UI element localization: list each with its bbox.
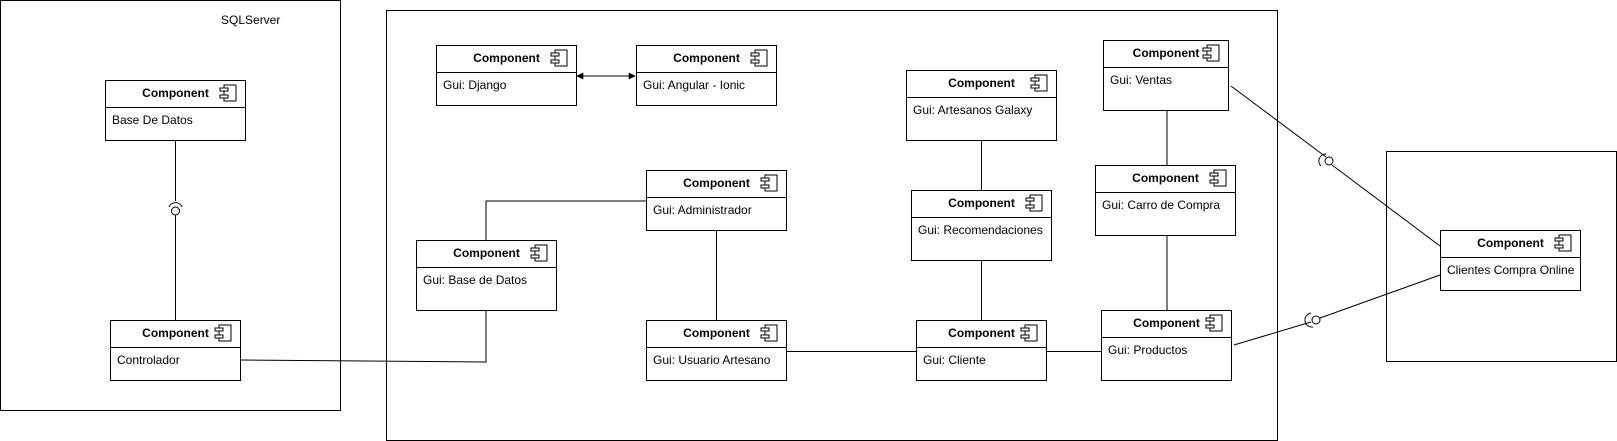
component-name: Gui: Angular - Ionic [643, 78, 745, 92]
edge-interface-clientesonline[interactable] [1331, 164, 1441, 247]
edge-controlador-guibasedatos[interactable] [240, 311, 487, 363]
required-interface-icon [1318, 153, 1334, 167]
component-name: Gui: Artesanos Galaxy [913, 103, 1032, 117]
component-controlador[interactable]: Component Controlador [110, 320, 241, 381]
uml-component-icon [1030, 74, 1048, 92]
component-name: Clientes Compra Online [1447, 263, 1575, 277]
component-gui-artesanos-galaxy[interactable]: Component Gui: Artesanos Galaxy [906, 70, 1057, 141]
connectors [168, 72, 1441, 363]
uml-component-icon [214, 324, 232, 342]
component-name: Gui: Django [443, 78, 507, 92]
uml-component-icon [760, 324, 778, 342]
edge-guibasedatos-administrador[interactable] [485, 200, 646, 241]
uml-component-icon [1209, 169, 1227, 187]
component-gui-django[interactable]: Component Gui: Django [436, 45, 577, 106]
required-interface-icon [1304, 312, 1321, 328]
uml-component-icon [1202, 44, 1220, 62]
edge-productos-interface[interactable] [1233, 321, 1312, 346]
component-gui-usuario-artesano[interactable]: Component Gui: Usuario Artesano [646, 320, 787, 381]
component-stereotype: Component [453, 246, 520, 260]
component-stereotype: Component [1132, 171, 1199, 185]
uml-component-icon [219, 84, 237, 102]
uml-component-icon [1554, 234, 1572, 252]
component-gui-angular-ionic[interactable]: Component Gui: Angular - Ionic [636, 45, 777, 106]
uml-component-icon [1205, 314, 1223, 332]
component-gui-base-de-datos[interactable]: Component Gui: Base de Datos [416, 240, 557, 311]
component-gui-recomendaciones[interactable]: Component Gui: Recomendaciones [911, 190, 1052, 261]
component-name: Controlador [117, 353, 180, 367]
component-name: Base De Datos [112, 113, 193, 127]
component-gui-ventas[interactable]: Component Gui: Ventas [1103, 40, 1229, 111]
component-stereotype: Component [683, 176, 750, 190]
component-stereotype: Component [1133, 46, 1200, 60]
frame-sqlserver-label: SQLServer [221, 13, 280, 27]
uml-component-icon [1025, 194, 1043, 212]
component-gui-cliente[interactable]: Component Gui: Cliente [916, 320, 1047, 381]
component-stereotype: Component [683, 326, 750, 340]
uml-component-icon [1020, 324, 1038, 342]
edge-ventas-interface[interactable] [1230, 85, 1327, 158]
component-stereotype: Component [948, 326, 1015, 340]
component-stereotype: Component [1477, 236, 1544, 250]
component-base-de-datos[interactable]: Component Base De Datos [105, 80, 246, 141]
uml-component-icon [530, 244, 548, 262]
required-interface-icon [168, 202, 183, 216]
uml-component-icon [550, 49, 568, 67]
component-name: Gui: Recomendaciones [918, 223, 1043, 237]
component-name: Gui: Usuario Artesano [653, 353, 771, 367]
component-gui-carro-de-compra[interactable]: Component Gui: Carro de Compra [1095, 165, 1236, 236]
component-stereotype: Component [673, 51, 740, 65]
frame-sqlserver[interactable]: SQLServer [0, 0, 341, 411]
component-name: Gui: Carro de Compra [1102, 198, 1220, 212]
component-stereotype: Component [1133, 316, 1200, 330]
component-stereotype: Component [948, 76, 1015, 90]
component-gui-productos[interactable]: Component Gui: Productos [1101, 310, 1232, 381]
component-name: Gui: Administrador [653, 203, 752, 217]
component-name: Gui: Productos [1108, 343, 1187, 357]
uml-component-icon [750, 49, 768, 67]
component-clientes-compra-online[interactable]: Component Clientes Compra Online [1440, 230, 1581, 291]
component-stereotype: Component [142, 86, 209, 100]
uml-component-icon [760, 174, 778, 192]
component-stereotype: Component [142, 326, 209, 340]
edge-interface-clientesonline-2[interactable] [1319, 274, 1441, 319]
component-stereotype: Component [473, 51, 540, 65]
component-stereotype: Component [948, 196, 1015, 210]
component-gui-administrador[interactable]: Component Gui: Administrador [646, 170, 787, 231]
component-name: Gui: Ventas [1110, 73, 1172, 87]
component-name: Gui: Base de Datos [423, 273, 527, 287]
component-name: Gui: Cliente [923, 353, 986, 367]
